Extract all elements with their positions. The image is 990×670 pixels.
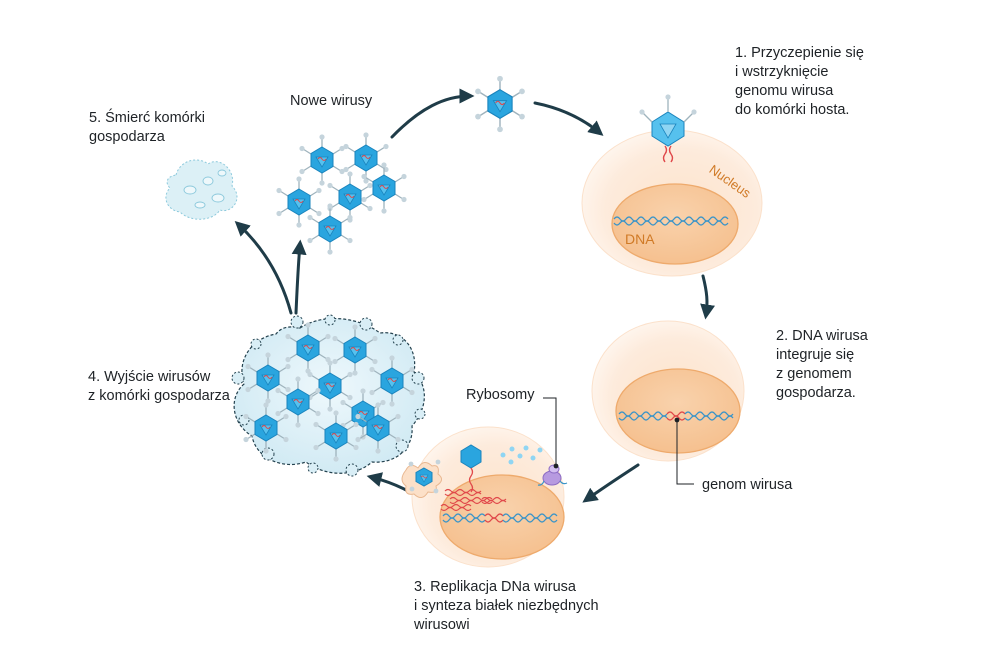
- capsid-proteins: [500, 445, 543, 465]
- attaching-phage: [639, 94, 697, 163]
- step1-caption: 1. Przyczepienie się i wstrzyknięcie gen…: [735, 45, 864, 118]
- integrated-dna-strand: [618, 411, 734, 421]
- step4-caption: 4. Wyjście wirusów z komórki gospodarza: [88, 369, 230, 404]
- step3-caption: 3. Replikacja DNa wirusa i synteza białe…: [414, 579, 599, 633]
- cycle-arrows: [234, 88, 716, 503]
- assembling-capsid: [460, 444, 482, 493]
- dna-label: DNA: [625, 231, 655, 247]
- viral-genome-label: genom wirusa: [702, 477, 793, 493]
- step5-caption: 5. Śmierć komórki gospodarza: [89, 110, 206, 145]
- step2-host-cell: [591, 320, 745, 485]
- viral-genome-leader: [676, 420, 694, 485]
- new-viruses-label: Nowe wirusy: [290, 93, 373, 109]
- step4-bursting-cell: [231, 314, 426, 477]
- nucleus: [439, 474, 565, 560]
- ribosome-leader: [543, 397, 557, 466]
- replicated-dna: [440, 488, 558, 523]
- step5-dead-cell: [165, 159, 238, 220]
- step1-host-cell: Nucleus DNA: [581, 94, 763, 277]
- step3-host-cell: [401, 397, 568, 568]
- budding-virus: [401, 459, 442, 498]
- nucleus: [615, 368, 741, 454]
- step2-caption: 2. DNA wirusa integruje się z genomem go…: [776, 328, 868, 401]
- host-dna-strand: [613, 216, 729, 226]
- ribosomes-label: Rybosomy: [466, 387, 535, 403]
